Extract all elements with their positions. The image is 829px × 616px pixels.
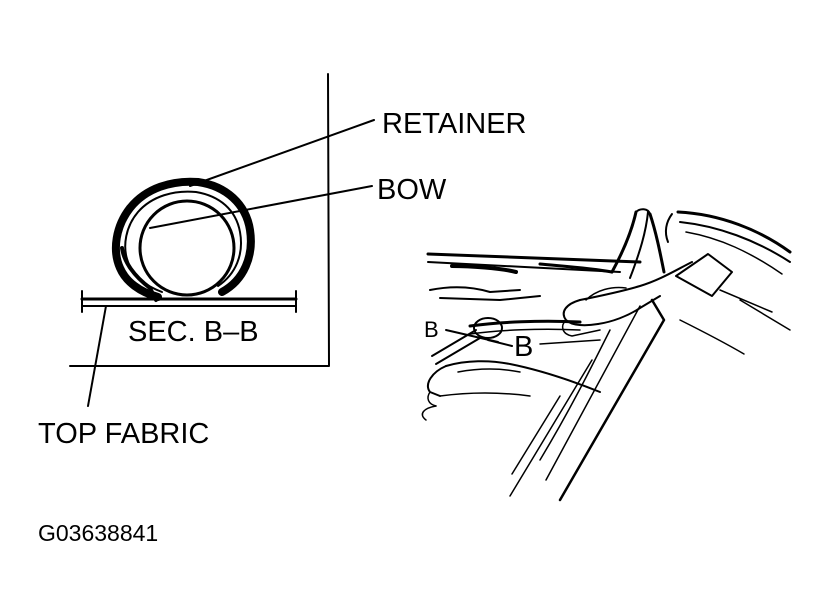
bow-tube (138, 199, 236, 297)
top-fabric-leader (87, 305, 107, 407)
section-cut-lines (431, 329, 513, 365)
vehicle-top-frame (426, 208, 792, 502)
retainer-leader (189, 119, 375, 187)
section-label: SEC. B–B (128, 316, 259, 348)
lower-hand (421, 360, 601, 421)
bow-label: BOW (377, 174, 447, 206)
retainer-label: RETAINER (382, 108, 526, 140)
top-fabric-label: TOP FABRIC (38, 418, 209, 450)
upper-hand (561, 261, 693, 337)
section-detail (69, 73, 375, 407)
detail-frame (69, 73, 330, 367)
bow-leader (149, 185, 373, 229)
retainer-lip (120, 246, 158, 302)
top-fabric-rail (80, 290, 298, 313)
section-marker-left: B (424, 317, 439, 342)
figure-id: G03638841 (38, 520, 158, 546)
retainer-strip (468, 317, 601, 345)
retainer (111, 177, 255, 301)
section-marker-right: B (514, 331, 533, 363)
